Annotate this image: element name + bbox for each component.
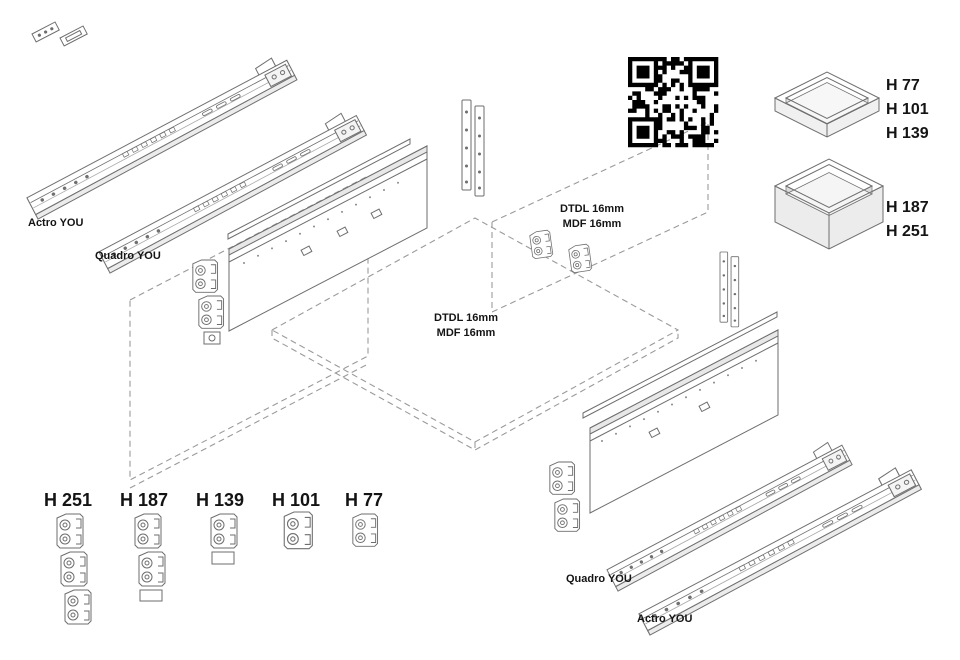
back-panel-dashed — [491, 121, 709, 313]
back-panel-brackets — [528, 229, 593, 274]
front-bracket-h139 — [210, 513, 238, 565]
label-height-h77: H 77 — [886, 77, 920, 94]
side-panel-brackets-lower — [549, 461, 581, 532]
drawer-box-deep — [773, 158, 885, 250]
label-bracket-h187: H 187 — [120, 490, 168, 510]
front-bracket-h77 — [352, 513, 379, 547]
label-back-panel-material-1: DTDL 16mm — [560, 203, 624, 215]
label-bracket-h139: H 139 — [196, 490, 244, 510]
connector-strip-right — [719, 251, 740, 328]
label-back-panel-material-2: MDF 16mm — [563, 218, 622, 230]
label-height-h187: H 187 — [886, 199, 929, 216]
panel-perforations — [243, 181, 399, 264]
label-bracket-h101: H 101 — [272, 490, 320, 510]
label-bracket-h77: H 77 — [345, 490, 383, 510]
label-height-h251: H 251 — [886, 223, 929, 240]
label-height-h139: H 139 — [886, 125, 929, 142]
side-panel-brackets-upper — [192, 259, 225, 345]
connector-strip-left — [461, 99, 485, 197]
label-bottom-panel-material-1: DTDL 16mm — [434, 312, 498, 324]
label-bottom-panel-material-2: MDF 16mm — [437, 327, 496, 339]
drawer-side-panel-upper — [227, 138, 428, 332]
mounting-clips — [31, 21, 88, 47]
front-bracket-h187 — [134, 513, 166, 602]
front-bracket-h101 — [283, 511, 313, 550]
panel-perforations — [601, 359, 757, 442]
label-actro-top: Actro YOU — [28, 217, 83, 229]
label-quadro-bottom: Quadro YOU — [566, 573, 632, 585]
drawer-box-shallow — [773, 71, 881, 138]
front-panel-dashed — [129, 175, 369, 489]
drawer-side-panel-lower — [582, 311, 779, 514]
label-quadro-top: Quadro YOU — [95, 250, 161, 262]
label-actro-bottom: Actro YOU — [637, 613, 692, 625]
front-bracket-h251 — [56, 513, 92, 625]
bottom-panel-dashed — [270, 217, 680, 451]
label-bracket-h251: H 251 — [44, 490, 92, 510]
label-height-h101: H 101 — [886, 101, 929, 118]
qr-code-icon — [628, 57, 719, 148]
